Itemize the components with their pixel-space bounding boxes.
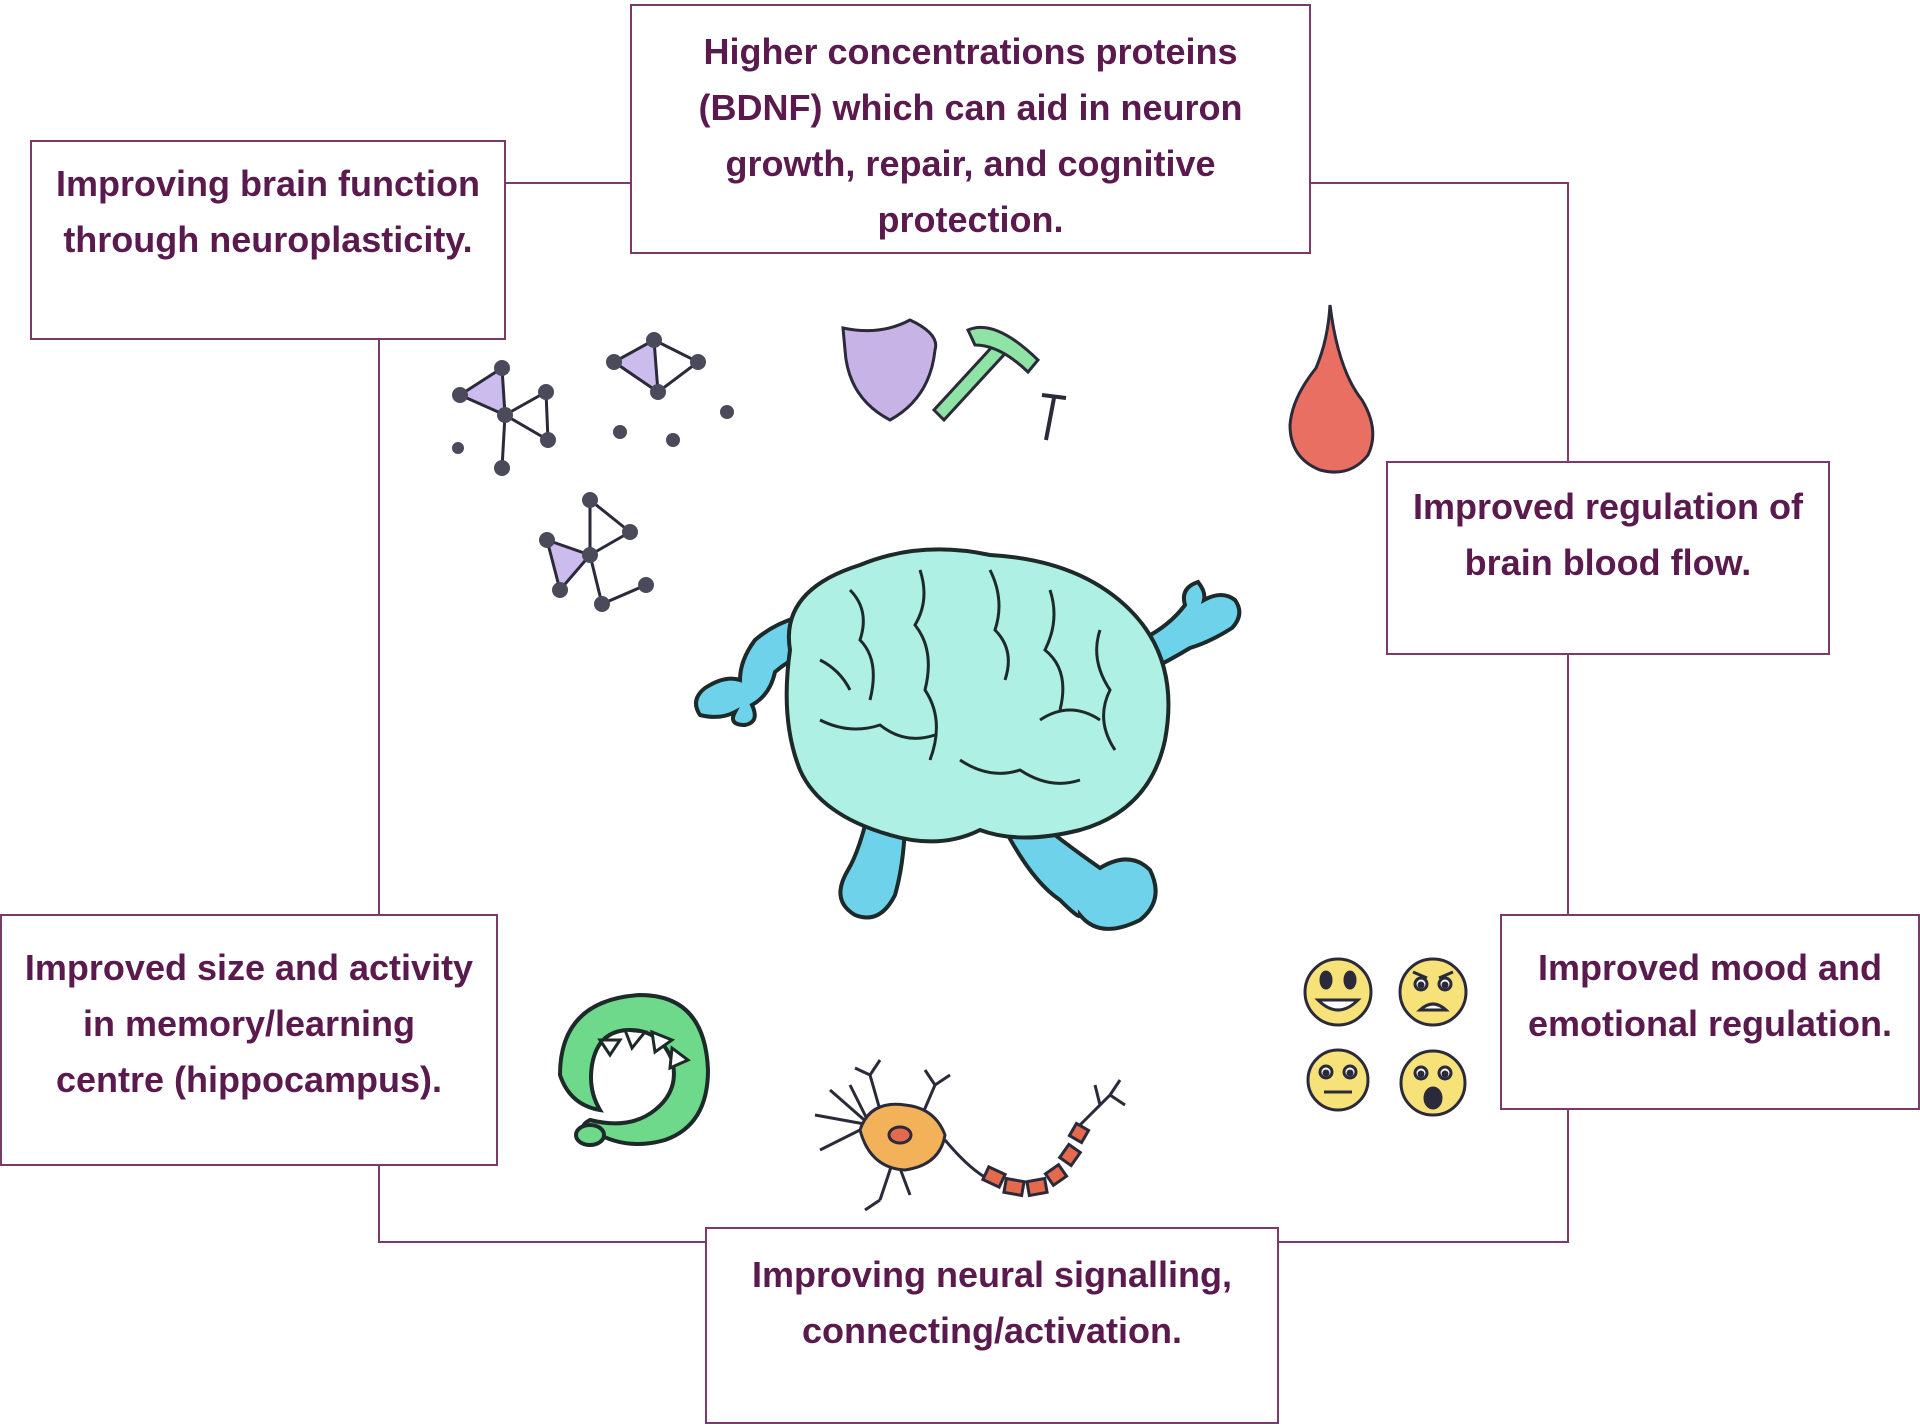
bdnf-proteins-text: Higher concentrations proteins (BDNF) wh… [698, 24, 1242, 248]
hammer-icon [931, 325, 1041, 423]
text-line: Improved mood and [1537, 947, 1883, 988]
happy-face-icon [1303, 957, 1373, 1027]
mood-regulation-text: Improved mood and emotional regulation. [1528, 940, 1892, 1052]
text-line: through neuroplasticity. [63, 219, 473, 260]
text-line: Higher concentrations proteins [703, 31, 1238, 72]
neuron-icon [814, 1059, 1126, 1212]
shield-icon [841, 318, 938, 422]
neural-network-icon [452, 332, 734, 612]
text-line: centre (hippocampus). [55, 1059, 443, 1100]
text-line: growth, repair, and cognitive [725, 143, 1216, 184]
neuroplasticity-text: Improving brain function through neuropl… [56, 156, 480, 268]
blood-flow-box: Improved regulation of brain blood flow. [1386, 461, 1830, 655]
text-line: protection. [877, 199, 1064, 240]
text-line: in memory/learning [82, 1003, 416, 1044]
shocked-face-icon [1399, 1049, 1467, 1117]
nail-icon [1041, 393, 1067, 441]
neutral-face-icon [1306, 1048, 1370, 1112]
mood-regulation-box: Improved mood and emotional regulation. [1500, 914, 1920, 1110]
walking-brain-icon [694, 547, 1242, 931]
text-line: Improving brain function [56, 163, 480, 204]
neural-signalling-box: Improving neural signalling, connecting/… [705, 1227, 1279, 1424]
hippocampus-icon [557, 992, 711, 1147]
hippocampus-box: Improved size and activity in memory/lea… [0, 914, 498, 1166]
bdnf-proteins-box: Higher concentrations proteins (BDNF) wh… [630, 4, 1311, 254]
worried-face-icon [1398, 957, 1468, 1027]
text-line: Improving neural signalling, [751, 1254, 1233, 1295]
neuroplasticity-box: Improving brain function through neuropl… [30, 140, 506, 340]
text-line: (BDNF) which can aid in neuron [698, 87, 1243, 128]
text-line: connecting/activation. [801, 1310, 1183, 1351]
hippocampus-text: Improved size and activity in memory/lea… [25, 940, 473, 1108]
text-line: Improved size and activity [24, 947, 474, 988]
text-line: Improved regulation of [1412, 486, 1804, 527]
text-line: emotional regulation. [1527, 1003, 1893, 1044]
text-line: brain blood flow. [1464, 542, 1752, 583]
blood-drop-icon [1288, 304, 1375, 474]
neural-signalling-text: Improving neural signalling, connecting/… [752, 1247, 1232, 1359]
blood-flow-text: Improved regulation of brain blood flow. [1413, 479, 1803, 591]
